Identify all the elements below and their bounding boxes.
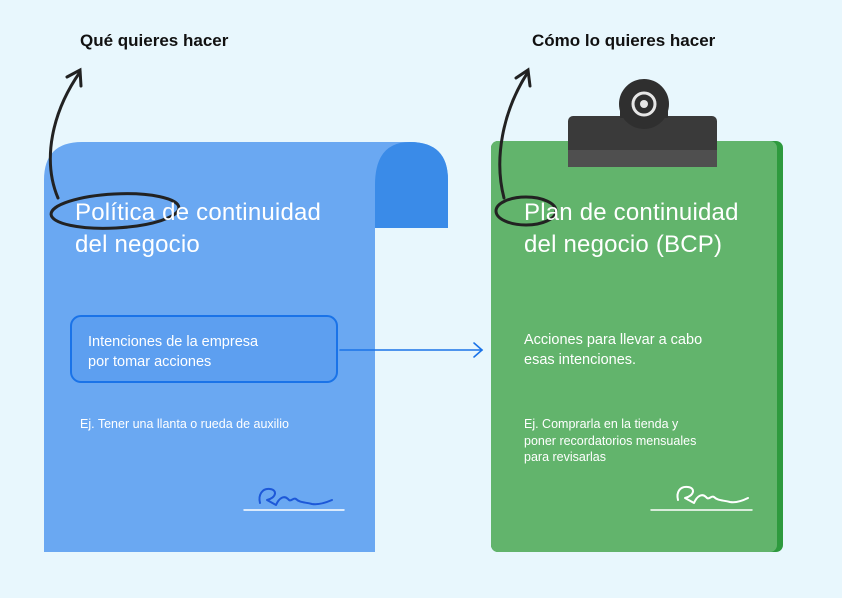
- plan-actions: Acciones para llevar a cabo esas intenci…: [524, 330, 702, 370]
- plan-example-line: para revisarlas: [524, 450, 606, 464]
- plan-example-line: poner recordatorios mensuales: [524, 433, 697, 448]
- curved-arrow-icon: [494, 67, 558, 227]
- clipboard-clip-icon: [568, 79, 717, 167]
- policy-title-line: Política de continuidad: [75, 199, 322, 226]
- signature-icon: [650, 485, 753, 511]
- clipboard-document: [491, 141, 783, 552]
- policy-example: Ej. Tener una llanta o rueda de auxilio: [80, 416, 289, 433]
- right-arrow-icon: [339, 342, 484, 358]
- intent-line: por tomar acciones: [88, 354, 212, 370]
- caption-what: Qué quieres hacer: [80, 31, 229, 50]
- intent-line: Intenciones de la empresa: [88, 334, 259, 350]
- plan-title: Plan de continuidad del negocio (BCP): [524, 197, 739, 261]
- plan-example: Ej. Comprarla en la tienda y poner recor…: [524, 416, 696, 466]
- policy-example-text: Ej. Tener una llanta o rueda de auxilio: [80, 417, 289, 431]
- action-line: esas intenciones.: [524, 352, 637, 368]
- policy-title-line: del negocio: [75, 231, 200, 258]
- caption-how: Cómo lo quieres hacer: [532, 31, 716, 50]
- policy-title: Política de continuidad del negocio: [75, 197, 321, 261]
- intentions-box: Intenciones de la empresa por tomar acci…: [70, 315, 338, 383]
- plan-title-line: del negocio (BCP): [524, 231, 723, 258]
- signature-icon: [243, 487, 345, 511]
- curved-arrow-icon: [48, 67, 181, 230]
- plan-title-line: Plan de continuidad: [524, 199, 739, 226]
- scroll-curl: [375, 142, 448, 228]
- action-line: Acciones para llevar a cabo: [524, 332, 703, 348]
- plan-example-line: Ej. Comprarla en la tienda y: [524, 417, 679, 431]
